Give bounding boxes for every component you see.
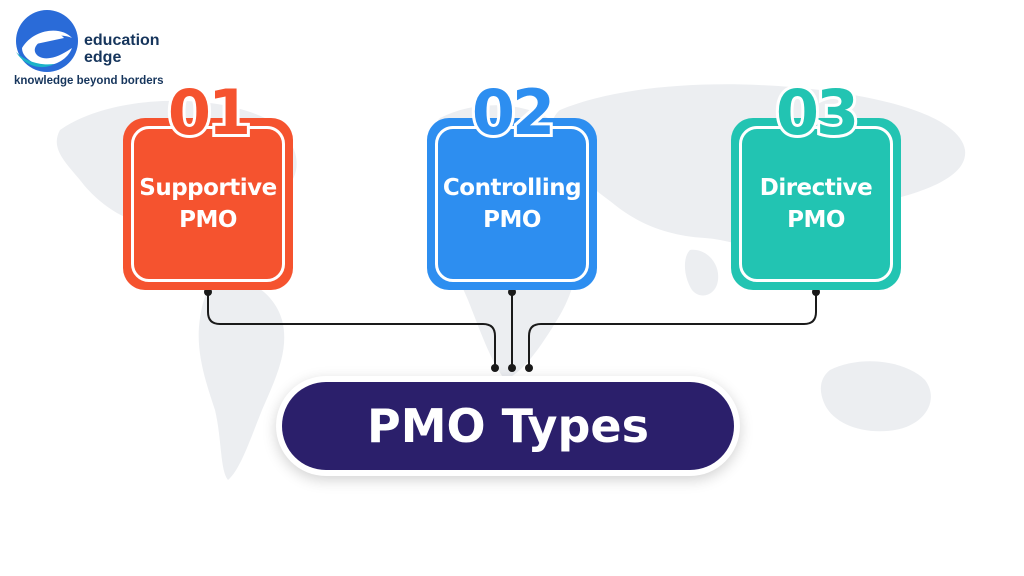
logo-e-mark-icon xyxy=(16,10,78,72)
diagram-title: PMO Types xyxy=(366,399,650,453)
card-supportive-pmo[interactable]: Supportive PMO xyxy=(123,118,293,290)
card-number: 02 xyxy=(469,76,558,149)
brand-logo[interactable]: education edge knowledge beyond borders xyxy=(14,8,184,90)
connector-directive xyxy=(528,292,817,368)
connector-dot xyxy=(491,364,499,372)
card-controlling-pmo[interactable]: Controlling PMO xyxy=(427,118,597,290)
connector-dot xyxy=(204,288,212,296)
card-inner: Supportive PMO xyxy=(131,126,285,282)
brand-tagline: knowledge beyond borders xyxy=(14,75,164,87)
card-label: Directive PMO xyxy=(759,175,873,233)
card-directive-pmo[interactable]: Directive PMO xyxy=(731,118,901,290)
title-pill-inner: PMO Types xyxy=(282,382,734,470)
connector-dot xyxy=(812,288,820,296)
card-number: 01 xyxy=(165,76,254,149)
connector-supportive xyxy=(207,292,496,368)
card-inner: Controlling PMO xyxy=(435,126,589,282)
card-label: Supportive PMO xyxy=(139,175,277,233)
connector-dot xyxy=(525,364,533,372)
title-pill: PMO Types xyxy=(276,376,740,476)
brand-name: education edge xyxy=(84,32,160,66)
connector-dot xyxy=(508,364,516,372)
card-number: 03 xyxy=(773,76,862,149)
card-inner: Directive PMO xyxy=(739,126,893,282)
connector-dot xyxy=(508,288,516,296)
card-label: Controlling PMO xyxy=(442,175,582,233)
